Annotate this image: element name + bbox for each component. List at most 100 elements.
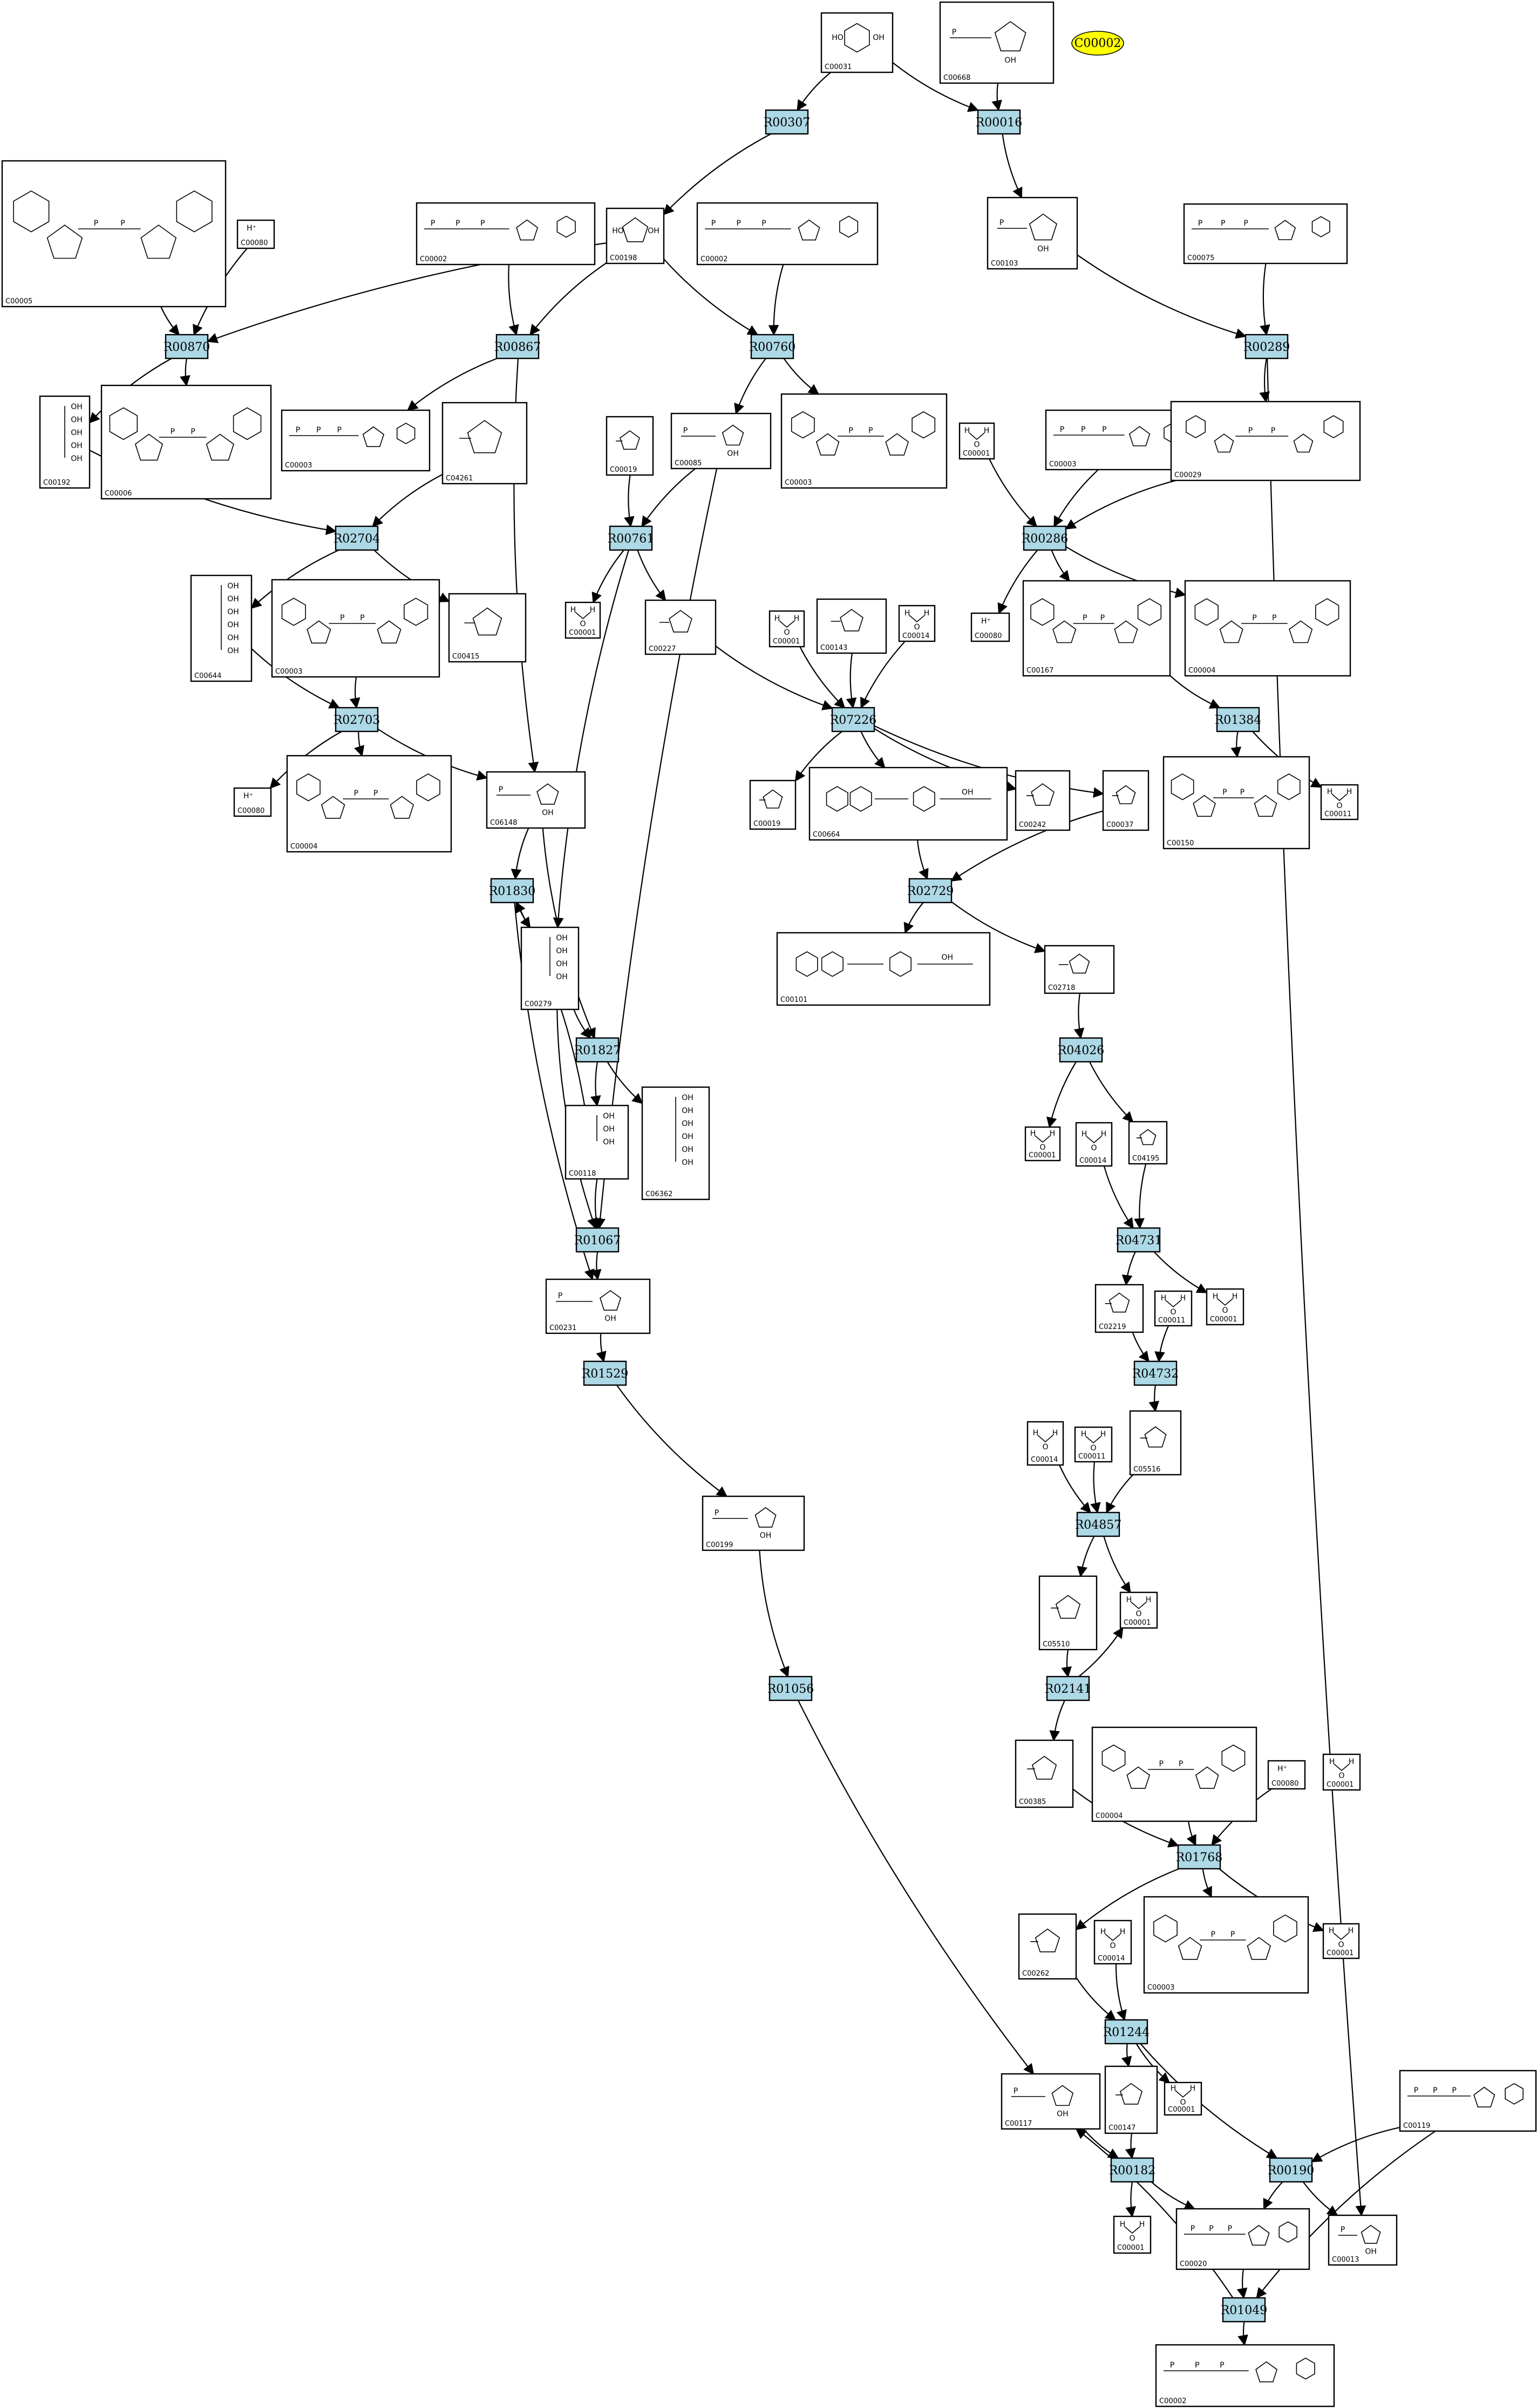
reaction-node-r00761[interactable]: R00761	[608, 525, 655, 551]
compound-node-c04261[interactable]: C04261	[441, 402, 528, 485]
reaction-node-r01056[interactable]: R01056	[767, 1676, 814, 1701]
compound-box[interactable]	[816, 598, 887, 654]
compound-box[interactable]	[1183, 203, 1348, 264]
compound-node-c00385[interactable]: C00385	[1015, 1739, 1074, 1808]
compound-node-c00262[interactable]: C00262	[1018, 1913, 1077, 1980]
reaction-node-r01529[interactable]: R01529	[582, 1360, 629, 1386]
compound-box[interactable]	[696, 202, 879, 266]
compound-box[interactable]	[1162, 756, 1310, 850]
compound-box[interactable]	[1175, 2208, 1310, 2270]
compound-box[interactable]	[1154, 1290, 1193, 1327]
compound-box[interactable]	[1093, 1919, 1132, 1965]
compound-box[interactable]	[1022, 580, 1171, 677]
compound-box[interactable]	[236, 219, 275, 249]
reaction-node-r01827[interactable]: R01827	[574, 1037, 621, 1063]
compound-box[interactable]	[1074, 1426, 1113, 1463]
reaction-box[interactable]	[1046, 1676, 1090, 1701]
compound-box[interactable]	[1155, 2344, 1335, 2407]
compound-box[interactable]	[1328, 2214, 1398, 2266]
compound-box[interactable]	[606, 207, 665, 264]
compound-box[interactable]	[416, 202, 596, 266]
compound-node-c02219[interactable]: C02219	[1094, 1284, 1144, 1333]
compound-box[interactable]	[670, 412, 772, 470]
reaction-box[interactable]	[1133, 1360, 1178, 1386]
reaction-node-r00867[interactable]: R00867	[494, 334, 541, 359]
compound-box[interactable]	[1001, 2073, 1101, 2130]
reaction-box[interactable]	[1104, 2019, 1148, 2045]
reaction-box[interactable]	[1076, 1511, 1120, 1537]
reaction-node-r00760[interactable]: R00760	[749, 334, 796, 359]
compound-box[interactable]	[1018, 1913, 1077, 1980]
compound-box[interactable]	[1320, 784, 1359, 820]
compound-box[interactable]	[898, 605, 936, 642]
compound-box[interactable]	[1322, 1753, 1361, 1791]
reaction-node-r00016[interactable]: R00016	[976, 109, 1023, 135]
compound-node-c00080[interactable]: H⁺C00080	[970, 612, 1010, 642]
compound-box[interactable]	[768, 610, 805, 648]
compound-box[interactable]	[780, 393, 948, 489]
reaction-box[interactable]	[1222, 2297, 1266, 2323]
reaction-node-r02729[interactable]: R02729	[907, 878, 954, 904]
reaction-node-r00182[interactable]: R00182	[1109, 2157, 1156, 2183]
reaction-node-r00870[interactable]: R00870	[164, 334, 210, 359]
reaction-box[interactable]	[765, 109, 809, 135]
compound-box[interactable]	[1143, 1896, 1309, 1994]
reaction-node-r04732[interactable]: R04732	[1132, 1360, 1179, 1386]
reaction-node-r00286[interactable]: R00286	[1022, 525, 1069, 551]
compound-node-c00227[interactable]: C00227	[644, 599, 717, 655]
reaction-node-r02141[interactable]: R02141	[1045, 1676, 1092, 1701]
reaction-node-r00190[interactable]: R00190	[1268, 2157, 1315, 2183]
reaction-node-r00289[interactable]: R00289	[1243, 334, 1290, 359]
compound-box[interactable]	[1091, 1726, 1257, 1822]
compound-box[interactable]	[1119, 1591, 1158, 1629]
compound-box[interactable]	[1104, 2065, 1158, 2134]
reaction-box[interactable]	[335, 707, 379, 732]
reaction-box[interactable]	[1059, 1037, 1103, 1063]
reaction-node-r01768[interactable]: R01768	[1176, 1844, 1223, 1870]
compound-box[interactable]	[100, 384, 272, 500]
reaction-node-r04731[interactable]: R04731	[1116, 1227, 1162, 1253]
reaction-box[interactable]	[977, 109, 1021, 135]
compound-box[interactable]	[1164, 2081, 1202, 2116]
compound-box[interactable]	[286, 755, 452, 853]
reaction-box[interactable]	[1269, 2157, 1313, 2183]
reaction-node-r04857[interactable]: R04857	[1075, 1511, 1122, 1537]
compound-box[interactable]	[271, 579, 440, 678]
compound-node-c00143[interactable]: C00143	[816, 598, 887, 654]
reaction-node-r01067[interactable]: R01067	[574, 1227, 621, 1253]
reaction-node-r00307[interactable]: R00307	[764, 109, 811, 135]
compound-box[interactable]	[702, 1495, 805, 1551]
reaction-box[interactable]	[1023, 525, 1067, 551]
reaction-node-r07226[interactable]: R07226	[830, 707, 877, 732]
compound-box[interactable]	[776, 932, 991, 1006]
reaction-box[interactable]	[750, 334, 794, 359]
